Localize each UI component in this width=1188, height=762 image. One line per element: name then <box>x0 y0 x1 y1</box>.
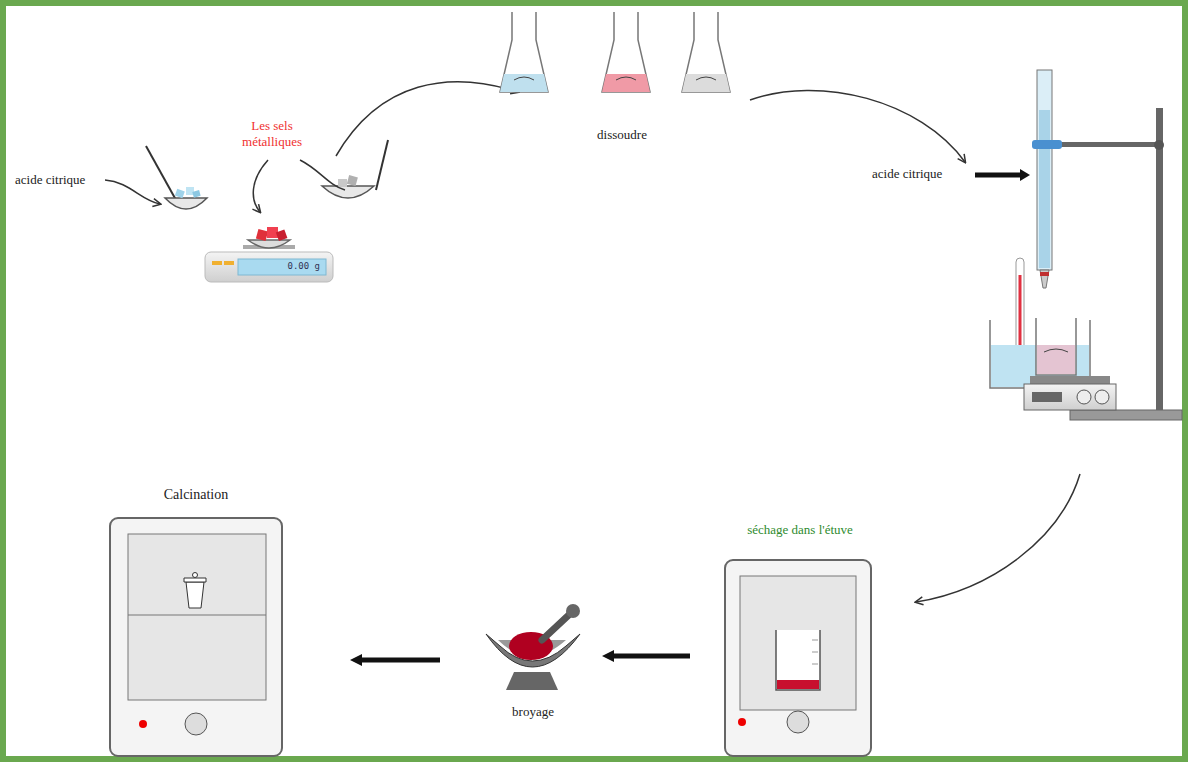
reagent-label: Les sels métalliques <box>226 118 318 150</box>
step-label: dissoudre <box>597 127 647 143</box>
step-label: Calcination <box>164 487 229 503</box>
step-label: broyage <box>512 704 554 720</box>
reagent-label: acide citrique <box>15 172 85 188</box>
step-label: séchage dans l'étuve <box>747 522 853 538</box>
reagent-label: acide citrique <box>872 166 942 182</box>
scale-display: 0.00 g <box>287 260 320 272</box>
